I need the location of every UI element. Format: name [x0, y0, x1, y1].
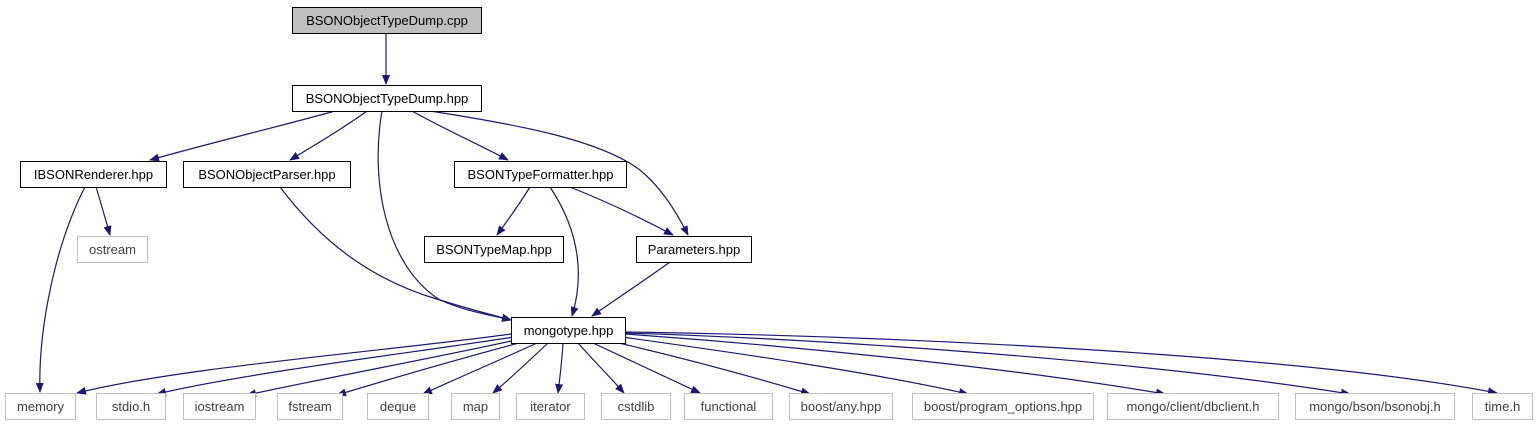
node-label: BSONObjectTypeDump.hpp — [306, 91, 469, 106]
node-label: ostream — [89, 242, 136, 257]
node-label: map — [463, 399, 488, 414]
node-boost_po: boost/program_options.hpp — [912, 393, 1094, 420]
node-label: stdio.h — [112, 399, 150, 414]
node-box — [183, 393, 256, 420]
node-label: mongotype.hpp — [524, 323, 614, 338]
edge-mongotype-to-boost_po — [621, 336, 969, 396]
node-box — [1472, 393, 1533, 420]
node-box — [20, 161, 167, 188]
node-functional: functional — [684, 393, 773, 420]
node-box — [96, 393, 166, 420]
node-formatter[interactable]: BSONTypeFormatter.hpp — [454, 161, 627, 188]
node-box — [451, 393, 500, 420]
node-label: time.h — [1485, 399, 1520, 414]
edge-mongotype-to-iterator — [555, 342, 564, 394]
node-box — [292, 7, 482, 34]
node-renderer[interactable]: IBSONRenderer.hpp — [20, 161, 167, 188]
node-box — [1107, 393, 1279, 420]
node-label: mongo/client/dbclient.h — [1127, 399, 1260, 414]
edge-mongotype-to-functional — [592, 342, 701, 394]
edge-mongotype-to-dbclient — [624, 333, 1166, 397]
node-label: boost/program_options.hpp — [924, 399, 1082, 414]
node-label: cstdlib — [618, 399, 655, 414]
node-label: Parameters.hpp — [648, 242, 741, 257]
edge-dump_hpp-to-parser — [289, 110, 368, 161]
node-ostream: ostream — [77, 236, 148, 263]
edge-mongotype-to-iostream — [246, 337, 526, 398]
node-deque: deque — [367, 393, 429, 420]
node-box — [292, 85, 482, 112]
node-label: fstream — [288, 399, 331, 414]
node-box — [454, 161, 627, 188]
node-box — [684, 393, 773, 420]
node-stdio: stdio.h — [96, 393, 166, 420]
node-box — [77, 236, 148, 263]
edge-mongotype-to-deque — [422, 342, 538, 395]
node-mongotype[interactable]: mongotype.hpp — [511, 317, 626, 344]
node-root[interactable]: BSONObjectTypeDump.cpp — [292, 7, 482, 34]
edge-dump_hpp-to-formatter — [411, 110, 509, 161]
edge-formatter-to-typemap — [496, 186, 531, 236]
node-label: BSONTypeMap.hpp — [436, 242, 552, 257]
node-iterator: iterator — [516, 393, 585, 420]
node-label: BSONObjectTypeDump.cpp — [306, 13, 468, 28]
node-box — [789, 393, 893, 420]
node-box — [601, 393, 671, 420]
node-label: functional — [701, 399, 757, 414]
edge-mongotype-to-map — [492, 342, 549, 394]
node-label: memory — [17, 399, 64, 414]
node-box — [424, 236, 564, 263]
node-label: IBSONRenderer.hpp — [34, 167, 153, 182]
node-box — [912, 393, 1094, 420]
edge-renderer-to-ostream — [95, 186, 112, 236]
nodes-layer: BSONObjectTypeDump.cppBSONObjectTypeDump… — [5, 7, 1533, 420]
edge-renderer-to-memory — [35, 186, 86, 393]
node-label: mongo/bson/bsonobj.h — [1309, 399, 1441, 414]
node-boost_any: boost/any.hpp — [789, 393, 893, 420]
edges-layer — [35, 33, 1498, 398]
node-label: iterator — [530, 399, 571, 414]
node-memory: memory — [5, 393, 76, 420]
edge-mongotype-to-fstream — [336, 339, 531, 397]
node-dump_hpp[interactable]: BSONObjectTypeDump.hpp — [292, 85, 482, 112]
node-time: time.h — [1472, 393, 1533, 420]
edge-mongotype-to-time — [624, 331, 1498, 396]
edge-mongotype-to-cstdlib — [577, 342, 625, 394]
node-box — [277, 393, 343, 420]
edge-parameters-to-mongotype — [591, 261, 671, 317]
node-box — [636, 236, 752, 263]
edge-mongotype-to-memory — [76, 332, 519, 395]
edge-mongotype-to-boost_any — [609, 340, 811, 396]
edge-parser-to-mongotype — [279, 186, 512, 322]
node-box — [1295, 393, 1455, 420]
node-label: deque — [380, 399, 416, 414]
node-box — [5, 393, 76, 420]
node-label: iostream — [195, 399, 245, 414]
node-parameters[interactable]: Parameters.hpp — [636, 236, 752, 263]
edge-mongotype-to-stdio — [156, 335, 521, 396]
node-typemap[interactable]: BSONTypeMap.hpp — [424, 236, 564, 263]
edge-formatter-to-parameters — [569, 186, 674, 236]
edge-mongotype-to-bsonobj — [624, 332, 1351, 397]
node-box — [511, 317, 626, 344]
node-parser[interactable]: BSONObjectParser.hpp — [183, 161, 351, 188]
node-box — [516, 393, 585, 420]
node-label: BSONTypeFormatter.hpp — [468, 167, 614, 182]
node-box — [183, 161, 351, 188]
node-cstdlib: cstdlib — [601, 393, 671, 420]
node-map: map — [451, 393, 500, 420]
node-fstream: fstream — [277, 393, 343, 420]
node-dbclient: mongo/client/dbclient.h — [1107, 393, 1279, 420]
edge-formatter-to-mongotype — [549, 186, 579, 317]
node-bsonobj: mongo/bson/bsonobj.h — [1295, 393, 1455, 420]
node-box — [367, 393, 429, 420]
node-label: BSONObjectParser.hpp — [198, 167, 335, 182]
edge-dump_hpp-to-renderer — [149, 110, 336, 162]
node-iostream: iostream — [183, 393, 256, 420]
edge-dump_hpp-to-mongotype — [377, 110, 512, 322]
node-label: boost/any.hpp — [801, 399, 882, 414]
